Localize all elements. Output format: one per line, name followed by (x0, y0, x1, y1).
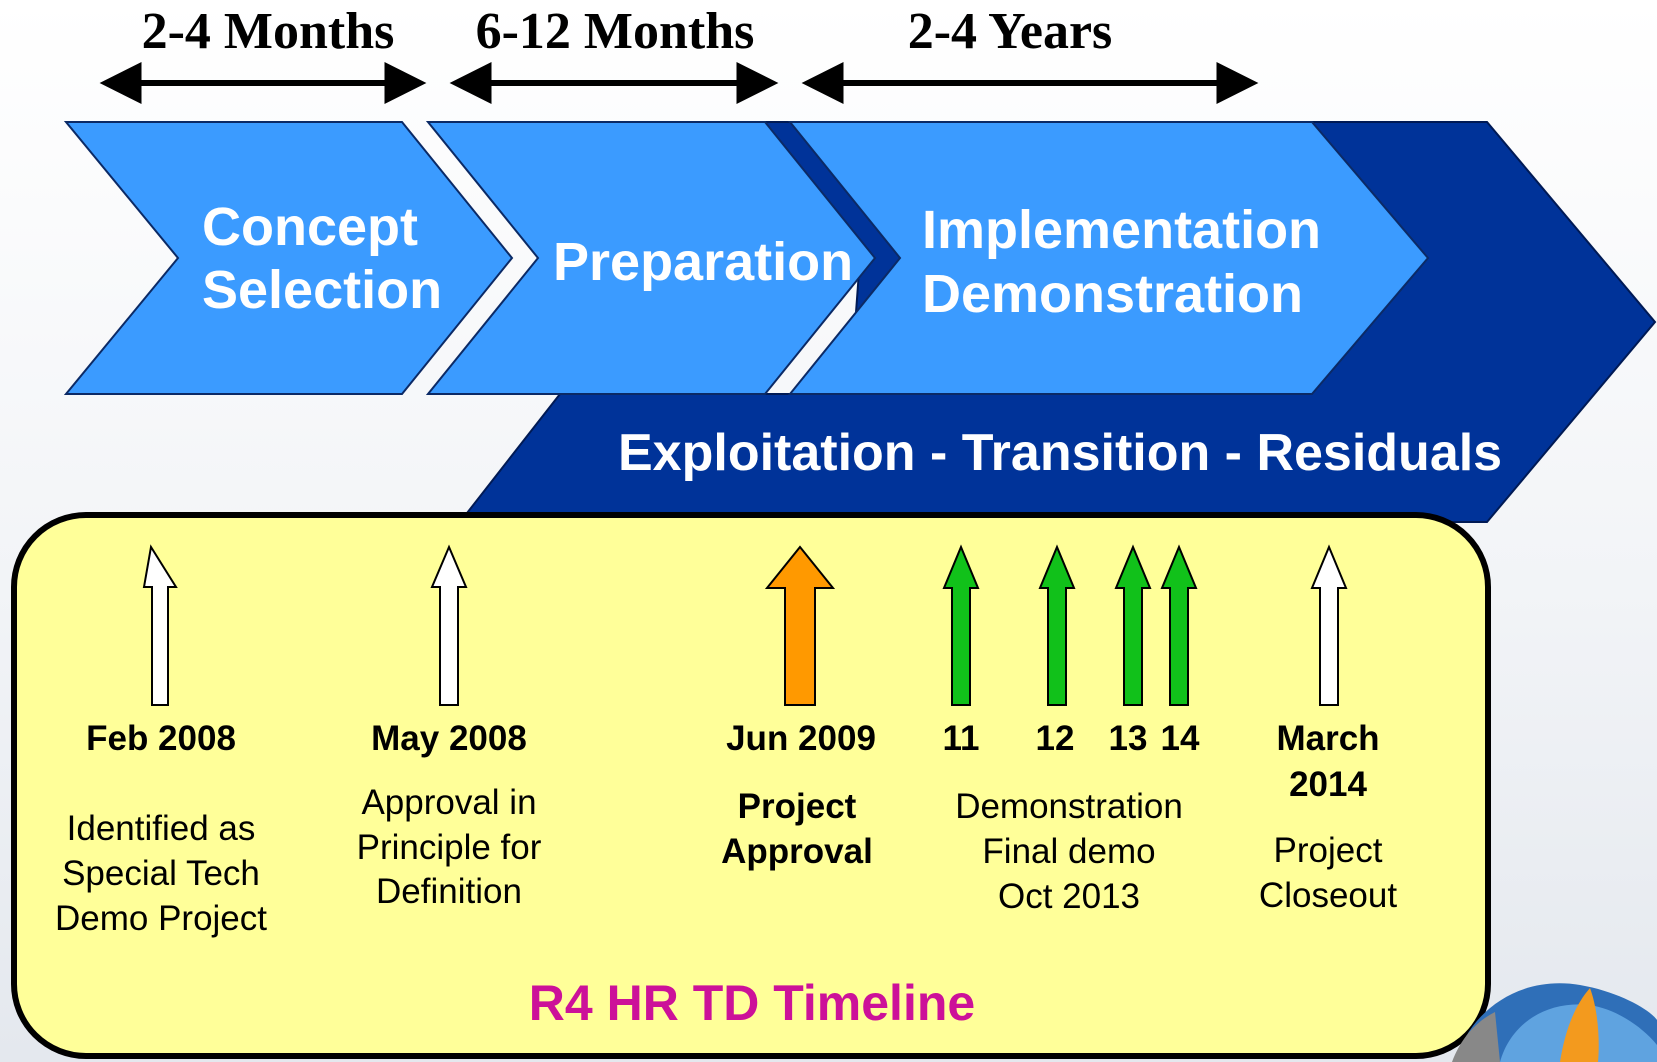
demo-year-12: 12 (1036, 719, 1075, 758)
milestone-date-march: March (1276, 719, 1379, 758)
phase-label-selection: Selection (202, 260, 442, 320)
milestone-desc-line: Project (738, 787, 857, 826)
demo-desc-line: Final demo (982, 832, 1155, 871)
phase-label-preparation: Preparation (553, 232, 853, 292)
duration-preparation: 6-12 Months (476, 3, 755, 60)
phase-label-implementation: Implementation (922, 200, 1321, 260)
phase-concept-selection (63, 121, 514, 395)
logo-fragment-icon (1452, 983, 1657, 1062)
phase-preparation (425, 121, 877, 395)
demo-year-13: 13 (1109, 719, 1148, 758)
arrow-demo-14 (1160, 544, 1198, 706)
demo-desc-line: Demonstration (955, 787, 1183, 826)
arrow-feb-2008 (142, 544, 178, 706)
arrow-jun-2009 (764, 545, 836, 706)
demo-year-11: 11 (943, 719, 980, 758)
arrow-march-2014 (1310, 544, 1348, 706)
milestone-desc-line: Approval in (361, 783, 536, 822)
phase-label-concept: Concept (202, 197, 418, 257)
duration-concept: 2-4 Months (142, 3, 395, 60)
arrow-demo-12 (1038, 544, 1076, 706)
timeline-panel (11, 512, 1491, 1059)
milestone-desc-line: Demo Project (55, 899, 267, 938)
timeline-title: R4 HR TD Timeline (529, 975, 975, 1031)
arrow-may-2008 (430, 544, 468, 706)
duration-implementation: 2-4 Years (908, 3, 1113, 60)
milestone-desc-line: Approval (721, 832, 873, 871)
milestone-desc-line: Project (1274, 831, 1383, 870)
demo-desc-line: Oct 2013 (998, 877, 1140, 916)
milestone-date-jun-2009: Jun 2009 (726, 719, 876, 758)
arrow-demo-11 (942, 544, 980, 706)
phase-label-demonstration: Demonstration (922, 264, 1303, 324)
exploitation-band-label: Exploitation - Transition - Residuals (618, 424, 1502, 482)
phase-implementation-demonstration (787, 121, 1430, 395)
milestone-date-feb-2008: Feb 2008 (86, 719, 236, 758)
milestone-desc-line: Definition (376, 872, 522, 911)
milestone-date-may-2008: May 2008 (371, 719, 527, 758)
milestone-desc-line: Special Tech (62, 854, 260, 893)
milestone-desc-line: Principle for (357, 828, 542, 867)
milestone-desc-line: Closeout (1259, 876, 1397, 915)
demo-year-14: 14 (1161, 719, 1200, 758)
milestone-date-2014: 2014 (1289, 765, 1367, 804)
arrow-demo-13 (1114, 544, 1152, 706)
milestone-desc-line: Identified as (67, 809, 256, 848)
